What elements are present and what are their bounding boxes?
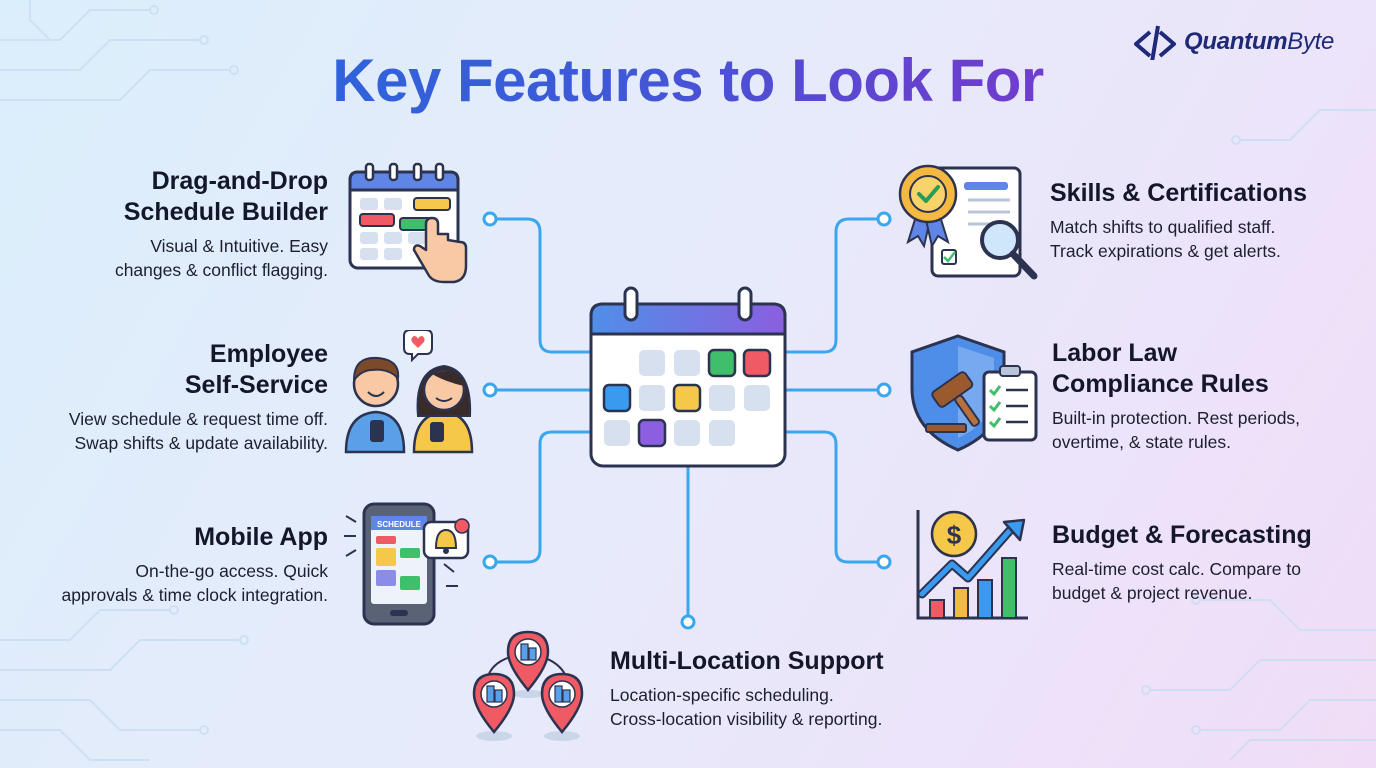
node-dot	[482, 382, 498, 398]
title-line: Mobile App	[194, 523, 328, 551]
title-line: Skills & Certifications	[1050, 179, 1308, 207]
location-pins-icon	[472, 630, 584, 741]
desc-line: Match shifts to qualified staff.	[1050, 217, 1276, 237]
feature-budget: Budget & Forecasting Real-time cost calc…	[1052, 520, 1372, 605]
node-dot	[482, 554, 498, 570]
feature-multi-location: Multi-Location Support Location-specific…	[610, 646, 970, 731]
phone-screen-label: SCHEDULE	[377, 520, 422, 529]
desc-line: changes & conflict flagging.	[114, 260, 328, 280]
title-line: Compliance Rules	[1052, 370, 1269, 398]
page-title: Key Features to Look For	[0, 46, 1376, 115]
title-line: Schedule Builder	[123, 198, 328, 226]
feature-drag-drop: Drag-and-Drop Schedule Builder Visual & …	[40, 166, 328, 282]
title-line: Multi-Location Support	[610, 647, 884, 675]
central-calendar-icon	[589, 286, 787, 468]
node-dot	[482, 211, 498, 227]
desc-line: Location-specific scheduling.	[610, 685, 834, 705]
connector-drag-drop	[488, 217, 594, 354]
dollar-symbol: $	[947, 520, 962, 550]
feature-title: Mobile App	[10, 522, 328, 553]
feature-title: Multi-Location Support	[610, 646, 970, 677]
desc-line: View schedule & request time off.	[68, 409, 328, 429]
feature-description: Match shifts to qualified staff. Track e…	[1050, 215, 1360, 263]
desc-line: Built-in protection. Rest periods,	[1052, 408, 1301, 428]
title-line: Drag-and-Drop	[151, 167, 328, 195]
desc-line: budget & project revenue.	[1052, 583, 1253, 603]
calendar-hand-icon	[348, 162, 468, 284]
brand-logo: QuantumByte	[1132, 22, 1352, 62]
desc-line: Cross-location visibility & reporting.	[610, 709, 883, 729]
desc-line: Visual & Intuitive. Easy	[150, 236, 328, 256]
title-line: Employee	[209, 340, 328, 368]
feature-title: Budget & Forecasting	[1052, 520, 1372, 551]
node-dot	[876, 554, 892, 570]
feature-labor-law: Labor Law Compliance Rules Built-in prot…	[1052, 338, 1362, 454]
title-line: Labor Law	[1052, 339, 1178, 367]
connector-mobile-app	[488, 430, 594, 564]
brand-name-bold: Quantum	[1184, 28, 1288, 55]
quantumbyte-logo-icon	[1134, 25, 1176, 60]
shield-gavel-icon	[910, 334, 1038, 452]
feature-self-service: Employee Self-Service View schedule & re…	[20, 339, 328, 455]
desc-line: Swap shifts & update availability.	[74, 433, 328, 453]
connector-skills	[782, 217, 886, 354]
feature-description: On-the-go access. Quick approvals & time…	[10, 559, 328, 607]
desc-line: Real-time cost calc. Compare to	[1052, 559, 1301, 579]
feature-description: Real-time cost calc. Compare to budget &…	[1052, 557, 1372, 605]
brand-name: QuantumByte	[1184, 28, 1334, 56]
feature-title: Drag-and-Drop Schedule Builder	[40, 166, 328, 228]
node-dot	[876, 382, 892, 398]
node-dot	[876, 211, 892, 227]
title-line: Self-Service	[184, 371, 328, 399]
dollar-chart-icon: $	[916, 510, 1028, 620]
feature-title: Labor Law Compliance Rules	[1052, 338, 1362, 400]
feature-title: Employee Self-Service	[20, 339, 328, 401]
feature-description: Visual & Intuitive. Easy changes & confl…	[40, 234, 328, 282]
feature-skills: Skills & Certifications Match shifts to …	[1050, 178, 1360, 263]
feature-description: Built-in protection. Rest periods, overt…	[1052, 406, 1362, 454]
feature-description: View schedule & request time off. Swap s…	[20, 407, 328, 455]
connector-budget	[782, 430, 886, 564]
phone-schedule-icon: SCHEDULE	[344, 502, 470, 626]
feature-title: Skills & Certifications	[1050, 178, 1360, 209]
node-dot	[680, 614, 696, 630]
people-phones-icon	[344, 330, 474, 454]
desc-line: On-the-go access. Quick	[135, 561, 328, 581]
certificate-magnifier-icon	[898, 164, 1038, 280]
desc-line: overtime, & state rules.	[1052, 432, 1231, 452]
brand-name-light: Byte	[1287, 28, 1335, 55]
title-line: Budget & Forecasting	[1052, 521, 1312, 549]
desc-line: Track expirations & get alerts.	[1050, 241, 1281, 261]
desc-line: approvals & time clock integration.	[61, 585, 328, 605]
feature-description: Location-specific scheduling. Cross-loca…	[610, 683, 970, 731]
feature-mobile-app: Mobile App On-the-go access. Quick appro…	[10, 522, 328, 607]
